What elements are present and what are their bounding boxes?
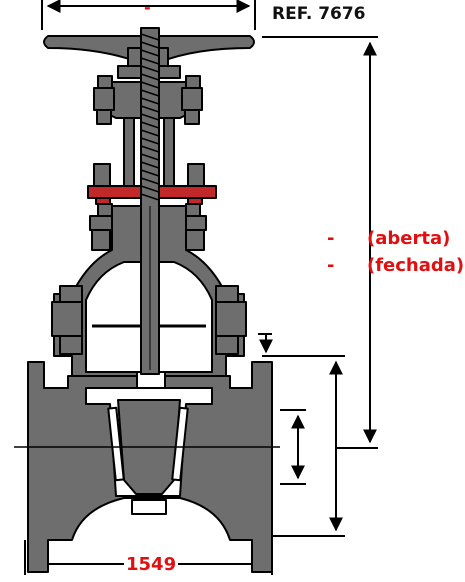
top-width-dimension	[41, 0, 256, 30]
reference-code: REF. 7676	[272, 4, 366, 24]
height-closed-value: -	[327, 255, 335, 276]
flange-step-dimension	[258, 333, 273, 354]
top-dimension-value: -	[144, 0, 151, 17]
bore-dimension	[280, 409, 306, 485]
gate-seat-right	[171, 406, 189, 482]
flange-height-dimension	[262, 355, 345, 537]
height-dimension	[262, 36, 378, 449]
gate-seat-left	[107, 406, 125, 482]
upper-bolts	[93, 75, 203, 125]
gland-bolts	[89, 163, 207, 251]
bonnet-bolts	[51, 285, 247, 355]
bottom-width-value: 1549	[124, 554, 179, 575]
height-open-label: (aberta)	[367, 228, 451, 249]
gate-valve	[14, 27, 280, 573]
bottom-drain	[131, 499, 167, 515]
stem-thread	[140, 33, 160, 201]
valve-stem	[140, 27, 160, 375]
height-open-value: -	[327, 228, 335, 249]
height-closed-label: (fechada)	[367, 255, 465, 276]
